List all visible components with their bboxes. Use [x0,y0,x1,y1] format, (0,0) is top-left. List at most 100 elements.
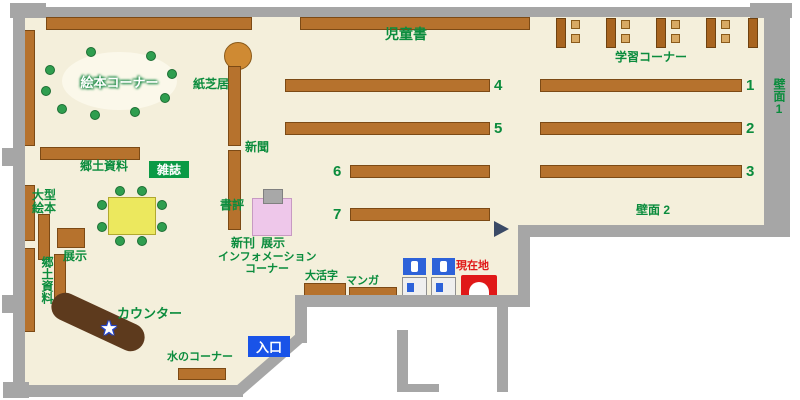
shelf-6-number: 6 [333,163,342,180]
new-books-label: 新刊 [231,236,256,250]
shelf-1-number: 1 [746,77,755,94]
study-seat-icon [671,20,680,29]
shelf-2-number: 2 [746,120,755,137]
kamishibai-label: 紙芝居 [193,77,230,91]
magazines-badge: 雑誌 [149,161,189,178]
chair-dot-icon [97,200,107,210]
book-review-label: 書評 [220,198,245,212]
kamishibai-table [224,42,252,70]
chair-dot-icon [157,200,167,210]
study-desk [556,18,566,48]
new-books-exhibit-label: 展示 [261,236,286,250]
wall-mid-left-vertical [295,295,307,343]
information-label-line1: インフォメーション [218,251,317,263]
shelf-7 [350,208,490,221]
wall-1-label: 壁面1 [772,78,786,116]
study-seat-icon [571,20,580,29]
shelf-7-number: 7 [333,206,342,223]
wall-left [13,13,25,397]
person-icon [411,261,418,272]
screen-icon [436,283,443,292]
person-icon [440,261,447,272]
chair-dot-icon [137,236,147,246]
entrance-corridor-bottom-wall [397,384,439,392]
chair-dot-icon [41,86,51,96]
exhibit-table-left [57,228,85,248]
chair-dot-icon [86,47,96,57]
information-label-line2: コーナー [245,263,289,275]
shelf-3 [540,165,742,178]
shelf-3-number: 3 [746,163,755,180]
study-seat-icon [721,34,730,43]
chair-dot-icon [115,186,125,196]
chair-dot-icon [130,107,140,117]
shelf-5 [285,122,490,135]
study-seat-icon [571,34,580,43]
newspaper-label: 新聞 [245,140,270,154]
current-location-marker [461,275,497,297]
shelf-2 [540,122,742,135]
chair-dot-icon [115,236,125,246]
floor-main [23,15,768,227]
local-materials-side-label: 郷土資料 [40,256,54,304]
counter-label: カウンター [117,306,183,321]
current-location-label: 現在地 [456,260,489,272]
fan-icon [494,221,509,237]
study-desk [656,18,666,48]
picture-book-corner-area: 絵本コーナー [62,52,177,110]
shelf-5-number: 5 [494,120,503,137]
chair-dot-icon [167,69,177,79]
magazines-label: 雑誌 [156,163,181,177]
study-desk [748,18,758,48]
shelf-4 [285,79,490,92]
chair-dot-icon [160,93,170,103]
shelf-large-picture-books [38,214,50,260]
shelf-1 [540,79,742,92]
manga-label: マンガ [346,275,379,287]
reading-table [108,197,156,235]
study-desk [706,18,716,48]
opac-terminal [432,258,455,275]
shelf-top-center [300,17,530,30]
shelf-top-left [46,17,252,30]
large-picture-books-label: 大型絵本 [32,188,57,216]
wall-bottom-mid-section [295,295,530,307]
study-seat-icon [721,20,730,29]
water-corner-label: 水のコーナー [167,351,233,363]
wall-2-label: 壁面 2 [636,203,671,217]
shelf-newspaper [228,150,241,230]
chair-dot-icon [97,222,107,232]
entrance-corridor-right-wall [497,303,508,392]
children-books-label: 児童書 [385,26,427,42]
exhibit-left-label: 展示 [63,249,88,263]
wall-right [764,7,790,237]
marker-dome-icon [469,282,489,295]
study-seat-icon [671,34,680,43]
star-icon: ★ [100,318,118,340]
opac-desk [431,277,456,297]
local-materials-top-label: 郷土資料 [80,159,129,173]
shelf-water-corner [178,368,226,380]
wall-pillar-left-2 [2,295,15,313]
wall-corner-bottom-left [3,382,29,398]
display-sign [263,189,283,204]
wall-pillar-left-1 [2,148,15,166]
opac-terminal [403,258,426,275]
screen-icon [407,283,414,292]
wall-top [25,7,775,17]
wall-bottom [13,385,243,397]
study-desk [606,18,616,48]
chair-dot-icon [45,65,55,75]
chair-dot-icon [146,51,156,61]
entrance-label: 入口 [255,340,282,355]
wall-bottom-right-section [524,225,790,237]
opac-desk [402,277,427,297]
chair-dot-icon [157,222,167,232]
chair-dot-icon [57,104,67,114]
shelf-6 [350,165,490,178]
shelf-kamishibai [228,66,241,146]
entrance-badge: 入口 [248,336,290,357]
shelf-local-materials-top [40,147,140,160]
study-corner-label: 学習コーナー [615,50,688,64]
